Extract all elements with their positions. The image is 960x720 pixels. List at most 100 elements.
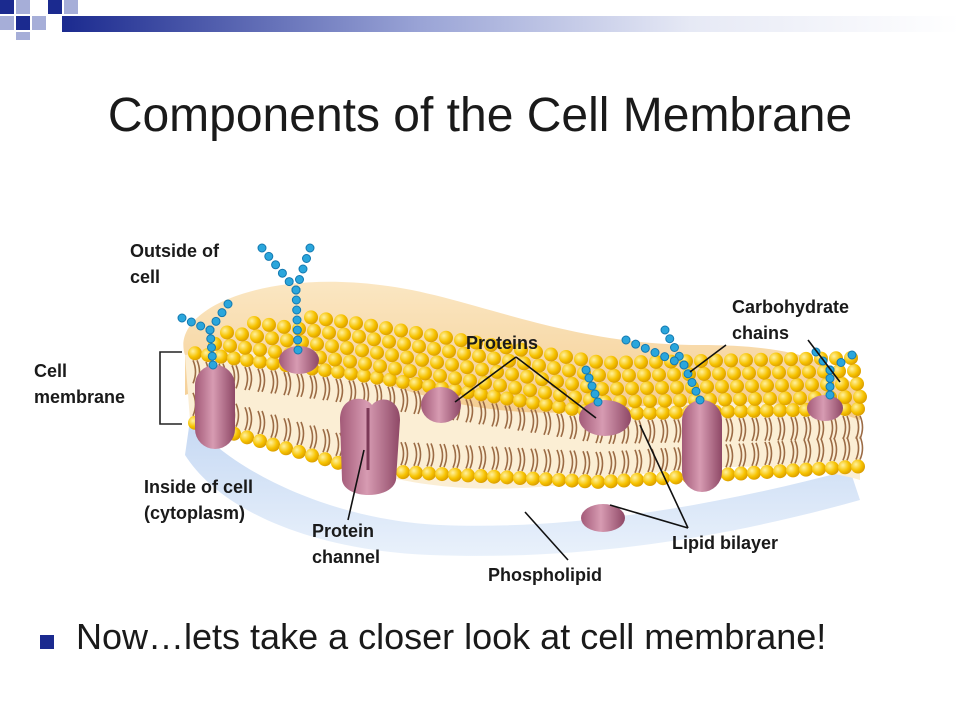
phospholipid-head bbox=[604, 355, 618, 370]
label-protein-channel-line2: channel bbox=[312, 547, 381, 567]
phospholipid-tail bbox=[855, 436, 864, 460]
phospholipid-head bbox=[718, 392, 732, 407]
phospholipid-head bbox=[529, 345, 543, 360]
phospholipid-head bbox=[439, 330, 453, 345]
phospholipid-head bbox=[838, 390, 852, 405]
carbohydrate-bead bbox=[205, 325, 215, 335]
phospholipid-head bbox=[424, 328, 438, 343]
phospholipid-head bbox=[253, 434, 267, 448]
phospholipid-head bbox=[760, 403, 774, 418]
phospholipid-head bbox=[799, 351, 813, 366]
phospholipid-tail bbox=[504, 447, 513, 471]
phospholipid-head bbox=[790, 378, 804, 393]
phospholipid-head bbox=[318, 452, 332, 467]
phospholipid-head bbox=[358, 356, 372, 371]
phospholipid-head bbox=[802, 364, 816, 379]
carbohydrate-bead bbox=[691, 386, 701, 396]
carbohydrate-chains bbox=[177, 243, 857, 407]
phospholipid-head bbox=[562, 363, 576, 378]
phospholipid-head bbox=[340, 341, 354, 356]
phospholipid-head bbox=[388, 361, 402, 376]
phospholipid-tail bbox=[257, 410, 266, 435]
carbohydrate-bead bbox=[587, 381, 597, 391]
phospholipid-head bbox=[357, 368, 371, 383]
phospholipid-tail bbox=[491, 446, 500, 471]
phospholipid-head bbox=[430, 355, 444, 370]
phospholipid-head bbox=[435, 467, 449, 482]
phospholipid-head bbox=[454, 333, 468, 348]
carbohydrate-bead bbox=[277, 268, 287, 278]
phospholipid-tail bbox=[270, 370, 279, 394]
phospholipid-head bbox=[334, 314, 348, 329]
phospholipid-head bbox=[373, 359, 387, 374]
label-proteins: Proteins bbox=[466, 333, 539, 353]
phospholipid-head bbox=[592, 368, 606, 383]
carbohydrate-bead bbox=[302, 254, 311, 263]
phospholipid-head bbox=[850, 376, 864, 391]
phospholipid-head bbox=[422, 466, 436, 481]
carbohydrate-bead bbox=[836, 358, 846, 367]
phospholipid-tail bbox=[296, 421, 305, 446]
carbohydrate-bead bbox=[593, 397, 603, 407]
phospholipid-tail bbox=[400, 388, 409, 413]
phospholipid-head bbox=[622, 368, 636, 383]
phospholipid-head bbox=[474, 387, 488, 402]
carbohydrate-bead bbox=[207, 351, 217, 361]
carbohydrate-bead bbox=[669, 356, 679, 366]
phospholipid-head bbox=[552, 399, 566, 414]
label-outside-line1: Outside of bbox=[130, 241, 219, 261]
phospholipid-head bbox=[825, 461, 839, 476]
phospholipid-tail bbox=[738, 443, 747, 467]
corner-square-light bbox=[16, 0, 30, 14]
phospholipid-head bbox=[318, 363, 332, 378]
phospholipid-head bbox=[532, 358, 546, 373]
phospholipid-tail bbox=[335, 378, 344, 403]
phospholipid-head bbox=[709, 353, 723, 368]
phospholipid-head bbox=[487, 351, 501, 366]
phospholipid-head bbox=[700, 379, 714, 394]
phospholipid-tail bbox=[621, 450, 630, 474]
phospholipid-tail bbox=[803, 439, 812, 463]
phospholipid-head bbox=[227, 351, 241, 366]
protein-bottom bbox=[581, 504, 625, 532]
phospholipid-head bbox=[457, 346, 471, 361]
phospholipid-head bbox=[409, 465, 423, 480]
phospholipid-tail bbox=[751, 442, 760, 467]
phospholipid-head bbox=[853, 389, 867, 404]
carbohydrate-bead bbox=[631, 339, 641, 349]
phospholipid-tail bbox=[257, 368, 266, 393]
phospholipid-head bbox=[352, 329, 366, 344]
phospholipid-head bbox=[591, 474, 605, 489]
phospholipid-head bbox=[712, 366, 726, 381]
phospholipid-tail bbox=[244, 407, 253, 431]
phospholipid-head bbox=[721, 467, 735, 482]
phospholipid-head bbox=[396, 374, 410, 389]
phospholipid-tail bbox=[478, 445, 487, 470]
phospholipid-head bbox=[565, 376, 579, 391]
phospholipid-tail bbox=[517, 447, 526, 472]
phospholipid-head bbox=[559, 349, 573, 364]
phospholipid-tail bbox=[309, 425, 318, 449]
label-cell-membrane: Cell membrane bbox=[34, 358, 125, 410]
phospholipid-heads-surface bbox=[208, 310, 867, 409]
phospholipid-tail bbox=[465, 445, 474, 469]
phospholipid-tail bbox=[478, 401, 487, 425]
carbohydrate-bead bbox=[284, 277, 294, 287]
phospholipid-tail bbox=[673, 419, 682, 443]
carbohydrate-bead bbox=[621, 335, 631, 345]
phospholipid-head bbox=[292, 444, 306, 459]
phospholipid-head bbox=[247, 315, 261, 330]
phospholipid-tail bbox=[751, 417, 760, 442]
label-carbohydrate-line1: Carbohydrate bbox=[732, 297, 850, 317]
phospholipid-tail bbox=[725, 418, 734, 442]
phospholipid-tail bbox=[322, 376, 331, 401]
phospholipid-head bbox=[188, 346, 202, 361]
phospholipid-head bbox=[409, 376, 423, 391]
phospholipid-head bbox=[763, 391, 777, 406]
phospholipid-head bbox=[328, 352, 342, 367]
phospholipid-head bbox=[520, 369, 534, 384]
phospholipid-head bbox=[396, 465, 410, 480]
carbohydrate-bead bbox=[293, 335, 303, 345]
phospholipid-head bbox=[461, 468, 475, 483]
corner-square-dark bbox=[0, 0, 14, 14]
